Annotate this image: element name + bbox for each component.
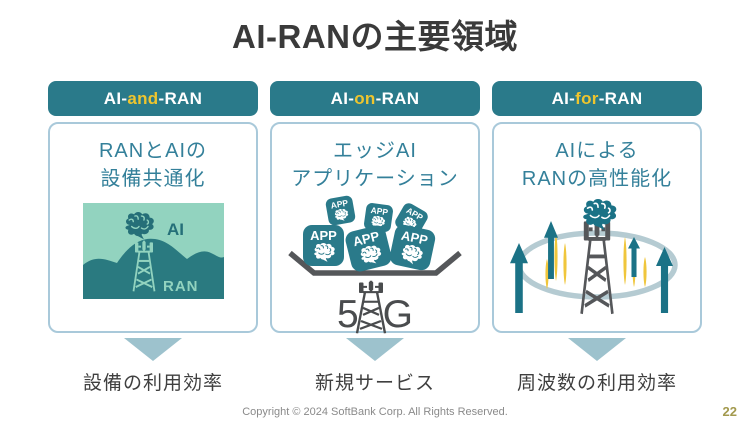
card-title-line-2: RANの高性能化 [521,168,673,190]
outcome-arrows-row [0,338,750,361]
columns-row: AI-and-RAN RANとAIの 設備共通化 AI RAN [0,81,750,335]
card-title: エッジAI アプリケーション [291,137,459,193]
app-label: APP [330,198,349,211]
app-label: APP [370,205,389,217]
column-ai-on-ran: AI-on-RAN エッジAI アプリケーション APP [270,81,480,335]
card-title-line-2: アプリケーション [291,168,459,190]
header-pill-ai-on-ran: AI-on-RAN [270,81,480,116]
app-tile: APP [364,203,393,232]
app-tile: APP [325,195,356,226]
up-arrow-icon [628,237,640,277]
footer-copyright: Copyright © 2024 SoftBank Corp. All Righ… [242,406,508,418]
app-tile: APP [345,225,392,272]
card-title-line-1: AIによる [555,140,639,162]
header-label-post: -RAN [158,88,203,108]
ran-performance-illustration [510,199,678,316]
card-title-line-1: エッジAI [333,140,417,162]
header-label-pre: AI- [103,88,128,108]
app-label: APP [351,228,381,249]
card-ai-on-ran: エッジAI アプリケーション APP APP [270,122,480,335]
down-arrow-icon [346,338,404,361]
header-label-accent: for [575,88,599,108]
header-label-accent: on [354,88,376,108]
card-ai-for-ran: AIによる RANの高性能化 [492,122,702,333]
card-title-line-1: RANとAIの [98,140,208,162]
header-label-accent: and [127,88,159,108]
five-g-tower: 5 G [337,279,413,335]
outcome-label-3: 周波数の利用効率 [516,373,677,394]
header-label-post: -RAN [375,88,420,108]
card-title-line-2: 設備共通化 [100,168,206,190]
header-label-pre: AI- [330,88,355,108]
card-title: RANとAIの 設備共通化 [99,137,207,193]
five-label: 5 [336,293,359,336]
app-label: APP [400,228,430,248]
header-label-post: -RAN [598,88,643,108]
app-tile: APP [389,224,436,271]
ran-label: RAN [163,278,199,295]
ai-label: AI [167,220,184,239]
header-pill-ai-for-ran: AI-for-RAN [492,81,702,116]
outcome-label-1: 設備の利用効率 [82,373,223,394]
down-arrow-icon [568,338,626,361]
tray-icon [288,250,462,276]
g-label: G [382,293,414,336]
page-title: AI-RANの主要領域 [232,18,518,55]
ai-ran-landscape-illustration: AI RAN [82,203,224,299]
hill-shape [82,238,224,299]
header-pill-ai-and-ran: AI-and-RAN [48,81,258,116]
card-ai-and-ran: RANとAIの 設備共通化 AI RAN [48,122,258,333]
header-label-pre: AI- [551,88,576,108]
outcome-labels-row: 設備の利用効率 新規サービス 周波数の利用効率 [0,368,750,395]
signal-lens [643,257,647,287]
page-number: 22 [722,404,737,419]
orbit-ring [516,230,678,300]
card-title: AIによる RANの高性能化 [522,137,672,193]
down-arrow-icon [124,338,182,361]
app-tile: APP [303,225,344,266]
app-label: APP [310,228,337,243]
signal-lens [563,243,567,285]
outcome-label-2: 新規サービス [314,373,435,394]
column-ai-for-ran: AI-for-RAN AIによる RANの高性能化 [492,81,702,333]
app-tray-illustration: APP APP APP [288,195,462,276]
column-ai-and-ran: AI-and-RAN RANとAIの 設備共通化 AI RAN [48,81,258,333]
signal-lens [623,237,627,285]
